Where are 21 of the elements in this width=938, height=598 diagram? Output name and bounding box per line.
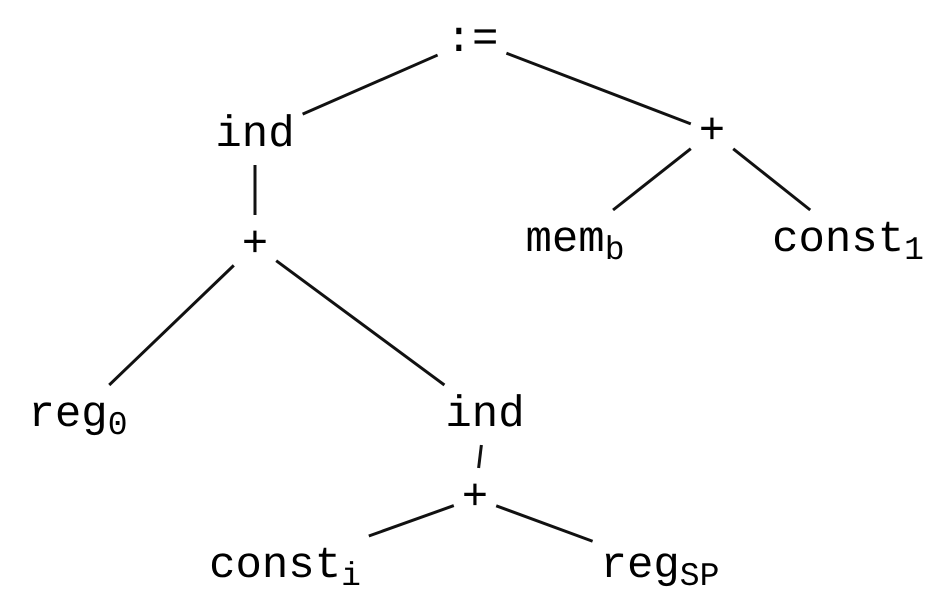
tree-edge — [477, 444, 483, 468]
tree-node-label: + — [694, 106, 730, 158]
tree-node-label: + — [458, 472, 492, 524]
tree-node-label: := — [442, 14, 502, 66]
tree-node-label: ind — [441, 389, 529, 441]
tree-node-label: ind — [211, 109, 299, 161]
tree-edge — [506, 52, 692, 126]
tree-node-label: const$_{1}$ — [768, 214, 928, 266]
tree-edge — [368, 504, 454, 538]
tree-node-label: reg$_{0}$ — [24, 389, 132, 441]
tree-edge — [612, 148, 692, 212]
tree-edge — [302, 54, 438, 116]
tree-edge — [496, 504, 594, 543]
tree-node-label: + — [238, 219, 272, 271]
tree-node-label: reg$_{SP}$ — [596, 540, 724, 592]
tree-edge — [108, 264, 235, 386]
tree-edge — [732, 148, 812, 212]
tree-edge — [275, 259, 446, 386]
tree-node-label: mem$_{b}$ — [521, 214, 629, 266]
tree-edge — [254, 165, 256, 215]
tree-node-label: const$_{i}$ — [205, 540, 365, 592]
